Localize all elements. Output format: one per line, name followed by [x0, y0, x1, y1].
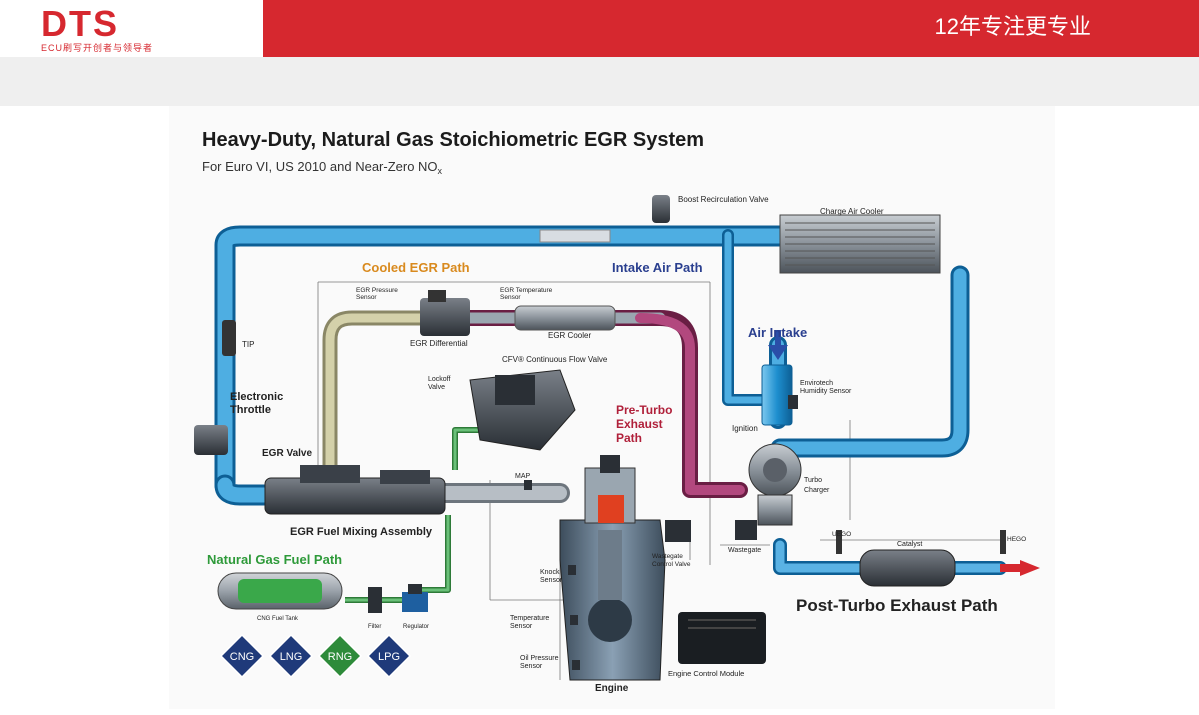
diagram-title: Heavy-Duty, Natural Gas Stoichiometric E… [202, 129, 704, 151]
label-knock-1: Knock [540, 569, 560, 576]
label-pre-turbo-1: Pre-Turbo [616, 403, 672, 417]
egr-differential [420, 290, 470, 336]
diagram-subtitle: For Euro VI, US 2010 and Near-Zero NOx [202, 159, 443, 176]
label-lockoff-1: Lockoff [428, 376, 450, 383]
fuel-regulator [402, 584, 428, 612]
label-ecm: Engine Control Module [668, 669, 744, 678]
label-egr-differential: EGR Differential [410, 339, 468, 348]
label-turbo-2: Charger [804, 487, 830, 494]
label-egr-temp-2: Sensor [500, 294, 521, 301]
cfv-valve [469, 369, 576, 451]
label-oil-pressure-2: Sensor [520, 663, 543, 670]
catalyst [836, 530, 1040, 587]
label-post-turbo-path: Post-Turbo Exhaust Path [796, 596, 998, 615]
fuel-badge-label-rng: RNG [328, 651, 352, 663]
fuel-badge-lng [268, 633, 314, 679]
label-intake-air-path: Intake Air Path [612, 260, 703, 275]
cng-fuel-tank [217, 572, 343, 610]
label-air-intake: Air Intake [748, 325, 807, 340]
header-bar: DTS ECU刷写开创者与领导者 12年专注更专业 [0, 0, 1199, 57]
label-engine: Engine [595, 683, 629, 694]
label-boost-recirc: Boost Recirculation Valve [678, 195, 769, 204]
label-uego: UEGO [832, 531, 851, 538]
header-red-banner: 12年专注更专业 [263, 0, 1199, 57]
diagram-text: Heavy-Duty, Natural Gas Stoichiometric E… [202, 129, 1026, 694]
label-map: MAP [515, 473, 531, 480]
logo-text: DTS [41, 3, 119, 44]
label-egr-cooler: EGR Cooler [548, 331, 591, 340]
fuel-badge-label-lpg: LPG [378, 651, 400, 663]
label-temperature-2: Sensor [510, 623, 533, 630]
label-temperature-1: Temperature [510, 615, 549, 622]
engine-control-module [678, 612, 766, 664]
wastegate-parts [665, 520, 757, 542]
label-electronic-throttle-2: Throttle [230, 404, 271, 416]
fuel-filter [368, 587, 382, 613]
charge-air-cooler [779, 214, 941, 274]
label-wastegate-control-2: Control Valve [652, 561, 691, 568]
logo[interactable]: DTS ECU刷写开创者与领导者 [0, 0, 262, 57]
label-natural-gas-path: Natural Gas Fuel Path [207, 552, 342, 567]
label-tip: TIP [242, 340, 254, 349]
label-charge-air-cooler: Charge Air Cooler [820, 207, 884, 216]
label-turbo-1: Turbo [804, 477, 822, 484]
label-pre-turbo-2: Exhaust [616, 417, 663, 431]
egr-pipes [322, 310, 1007, 575]
label-envirotech-1: Envirotech [800, 380, 833, 387]
label-filter: Filter [368, 624, 381, 630]
label-catalyst: Catalyst [897, 541, 922, 548]
fuel-badge-label-lng: LNG [280, 651, 303, 663]
label-egr-pressure-2: Sensor [356, 294, 377, 301]
label-lockoff-2: Valve [428, 384, 445, 391]
label-regulator: Regulator [403, 624, 429, 630]
fuel-type-badges: CNG LNG RNG LPG [219, 633, 412, 679]
label-egr-fuel-mixing: EGR Fuel Mixing Assembly [290, 526, 433, 538]
engine [559, 455, 666, 681]
egr-fuel-mixing-assembly [264, 465, 446, 515]
label-electronic-throttle-1: Electronic [230, 391, 283, 403]
label-oil-pressure-1: Oil Pressure [520, 655, 559, 662]
egr-cooler [514, 305, 616, 331]
fuel-badge-cng [219, 633, 265, 679]
label-cooled-egr-path: Cooled EGR Path [362, 260, 470, 275]
label-cng-tank: CNG Fuel Tank [257, 616, 299, 622]
label-wastegate-control-1: Wastegate [652, 553, 683, 560]
label-hego: HEGO [1007, 536, 1026, 543]
label-cfv: CFV® Continuous Flow Valve [502, 355, 608, 364]
header-slogan: 12年专注更专业 [934, 14, 1091, 39]
label-wastegate: Wastegate [728, 547, 761, 554]
label-envirotech-2: Humidity Sensor [800, 388, 852, 395]
fuel-badge-lpg [366, 633, 412, 679]
grey-band [0, 57, 1199, 106]
label-knock-2: Sensor [540, 577, 563, 584]
label-egr-temp-1: EGR Temperature [500, 287, 553, 294]
label-pre-turbo-3: Path [616, 431, 642, 445]
turbocharger [748, 330, 802, 526]
label-egr-valve: EGR Valve [262, 448, 312, 459]
boost-recirculation-valve [539, 195, 670, 243]
electronic-throttle [194, 320, 236, 455]
fuel-badge-rng [317, 633, 363, 679]
label-egr-pressure-1: EGR Pressure [356, 287, 398, 294]
fuel-badge-label-cng: CNG [230, 651, 254, 663]
sensors [524, 395, 798, 670]
label-ignition: Ignition [732, 424, 758, 433]
logo-tagline: ECU刷写开创者与领导者 [41, 43, 154, 53]
